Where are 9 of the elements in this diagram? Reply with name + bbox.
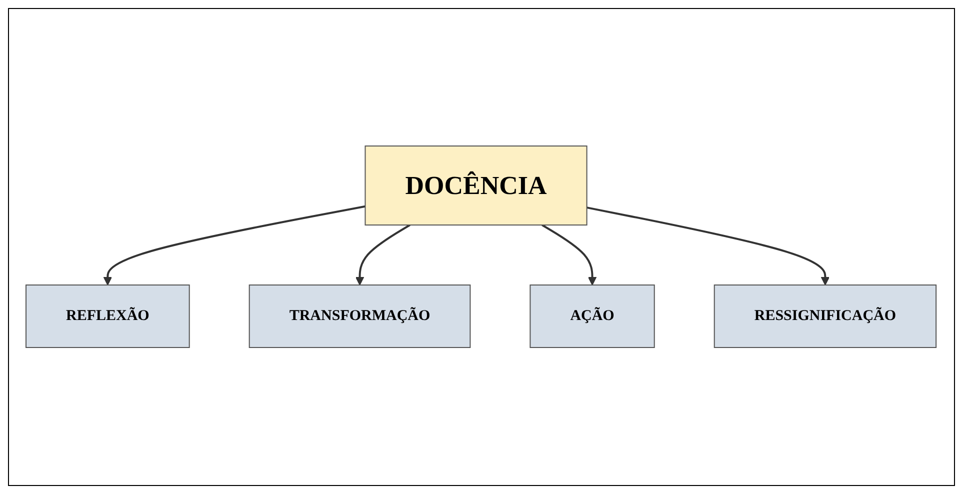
- arrow: [104, 206, 366, 286]
- node-box: TRANSFORMAÇÃO: [249, 284, 472, 348]
- node-box: REFLEXÃO: [26, 284, 190, 348]
- arrow: [542, 224, 598, 286]
- arrow: [587, 206, 830, 286]
- node-box: RESSIGNIFICAÇÃO: [714, 284, 938, 348]
- node-box: DOCÊNCIA: [365, 146, 588, 226]
- arrow: [356, 224, 411, 286]
- node-box: AÇÃO: [530, 284, 656, 348]
